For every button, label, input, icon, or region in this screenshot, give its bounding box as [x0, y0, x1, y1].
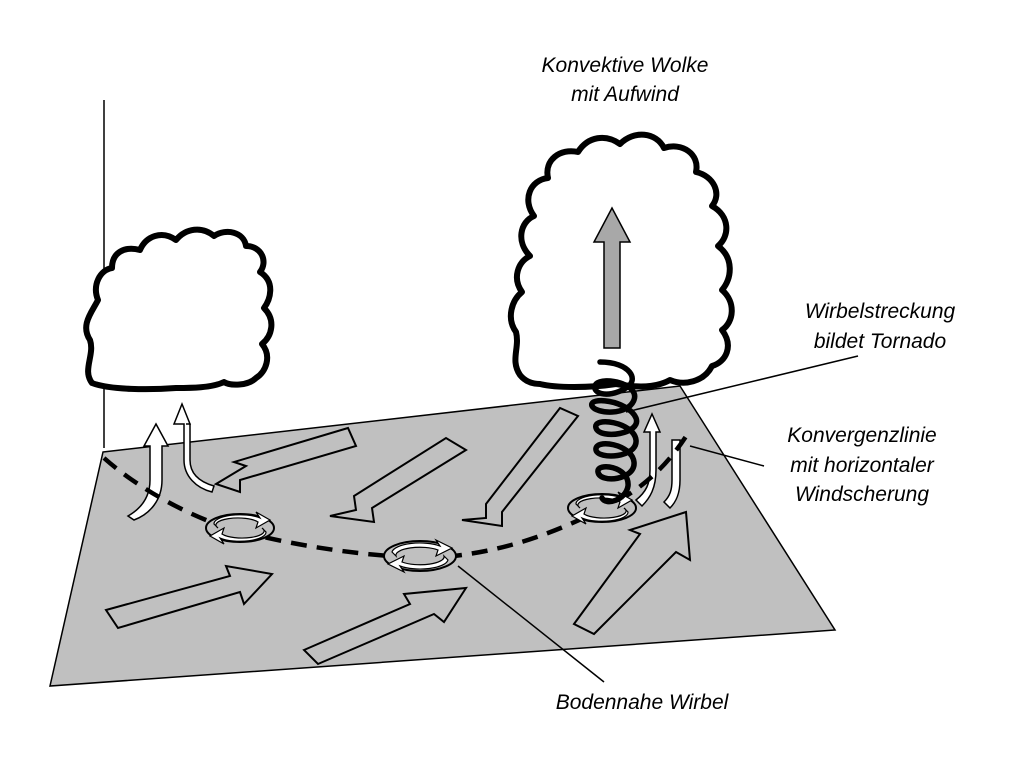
label-convergence-2: mit horizontaler — [790, 454, 935, 477]
label-cloud-title-2: mit Aufwind — [571, 83, 680, 106]
leader-tornado — [625, 355, 859, 413]
ground-arrow — [302, 586, 468, 666]
label-stretching-1: Wirbelstreckung — [805, 300, 956, 323]
label-ground-vortices: Bodennahe Wirbel — [556, 691, 730, 714]
leader-convergence — [689, 445, 765, 467]
tornado-spiral — [589, 359, 640, 505]
ground-arrow — [461, 406, 580, 528]
label-cloud-title-1: Konvektive Wolke — [542, 54, 709, 77]
label-convergence-3: Windscherung — [795, 483, 929, 506]
ground-arrow — [104, 564, 274, 630]
rising-arrow — [634, 412, 662, 508]
left-cloud — [83, 226, 275, 393]
rising-arrow — [662, 439, 681, 510]
ground-arrow — [572, 510, 692, 636]
ground-arrow — [329, 436, 468, 524]
label-convergence-1: Konvergenzlinie — [787, 424, 936, 447]
ground-plane — [49, 385, 837, 687]
rising-arrow — [172, 401, 215, 493]
ground-vortex — [383, 538, 457, 574]
ground-arrow — [213, 426, 358, 494]
leader-ground-vortex — [457, 565, 605, 683]
updraft-arrow — [592, 206, 632, 349]
convective-cloud — [507, 131, 735, 390]
ground-vortex — [205, 511, 275, 545]
label-stretching-2: bildet Tornado — [814, 330, 947, 353]
